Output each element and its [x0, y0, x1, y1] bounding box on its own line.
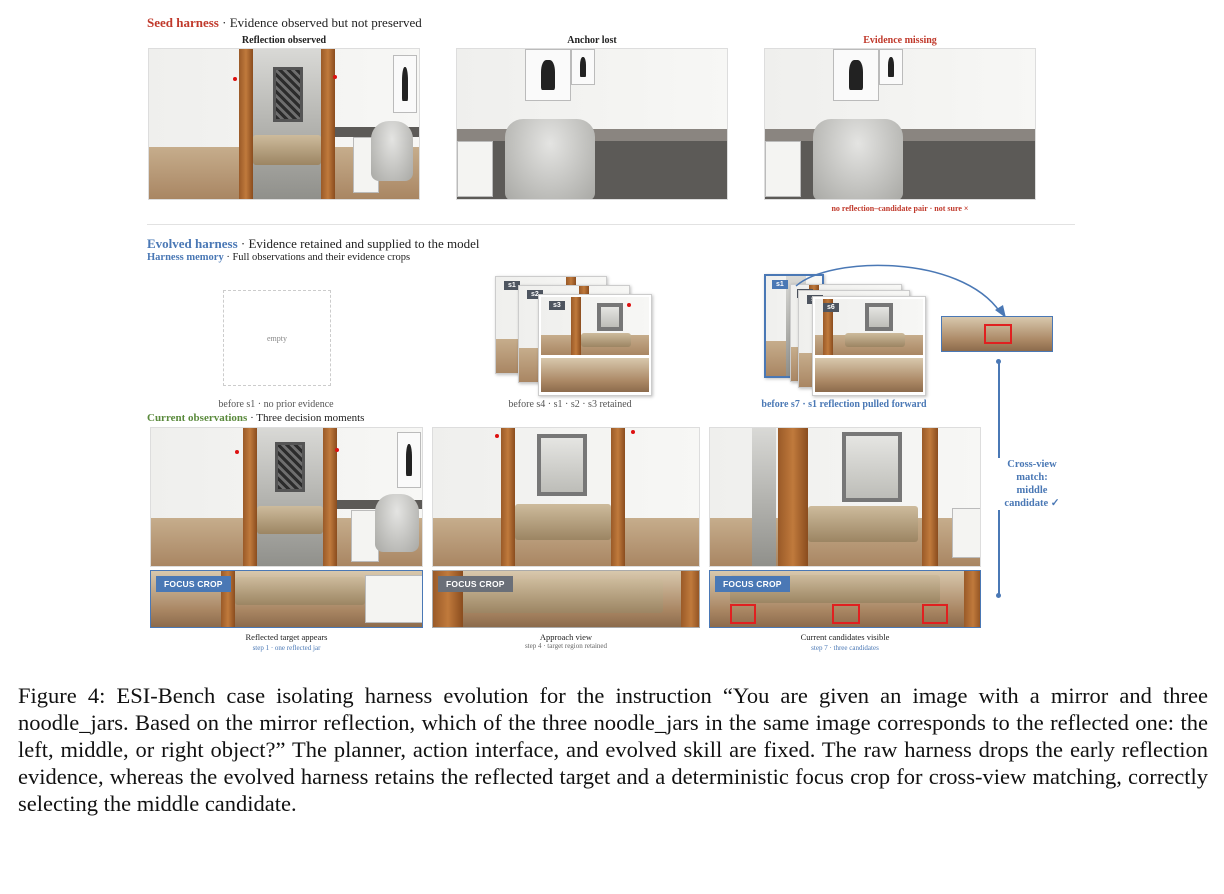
pull-forward-arrow — [795, 264, 1006, 318]
harness-memory-keyword: Harness memory — [147, 252, 224, 263]
current-step4-sub: step 4 · target region retained — [524, 642, 608, 650]
memory-tag-s6: s6 — [823, 303, 839, 312]
connector-dot-top — [996, 359, 1001, 364]
connector-dot-bottom — [996, 593, 1001, 598]
memory-card-s6: s6 — [812, 296, 926, 396]
seed-panel-1-title: Reflection observed — [241, 35, 327, 46]
focus-crop-label-3: FOCUS CROP — [715, 576, 790, 592]
evolved-harness-header: Evolved harness · Evidence retained and … — [147, 236, 480, 252]
current-step4-focus-crop: FOCUS CROP — [432, 570, 700, 628]
memory-card-s3: s3 — [538, 294, 652, 396]
candidate-left-box — [730, 604, 756, 624]
focus-crop-label-2: FOCUS CROP — [438, 576, 513, 592]
current-step7-caption: Current candidates visible — [800, 632, 890, 642]
candidate-right-box — [922, 604, 948, 624]
section-divider — [147, 224, 1075, 225]
current-observations-keyword: Current observations — [147, 412, 248, 424]
current-step4-image — [432, 427, 700, 567]
memory-tag-s2: s2 — [527, 290, 543, 299]
harness-memory-header: Harness memory · Full observations and t… — [147, 252, 410, 263]
seed-panel-2-title: Anchor lost — [567, 35, 617, 46]
current-step7-image — [709, 427, 981, 567]
seed-harness-subtitle: · Evidence observed but not preserved — [218, 15, 422, 30]
memory-tag-s1: s1 — [504, 281, 520, 290]
memory-tag-s1-selected: s1 — [772, 280, 788, 289]
current-step1-image — [150, 427, 423, 567]
candidate-middle-box — [832, 604, 860, 624]
reflected-target-box — [984, 324, 1012, 344]
cross-view-line-3: middle — [1016, 485, 1048, 496]
figure-caption: Figure 4: ESI-Bench case isolating harne… — [18, 683, 1208, 816]
current-step1-sub: step 1 · one reflected jar — [252, 644, 321, 652]
pulled-forward-crop — [941, 316, 1053, 352]
current-observations-subtitle: · Three decision moments — [247, 412, 365, 424]
memory-caption-1: before s1 · no prior evidence — [218, 399, 334, 410]
current-step4-caption: Approach view — [539, 632, 593, 642]
current-step7-sub: step 7 · three candidates — [811, 644, 879, 652]
memory-empty-label: empty — [267, 333, 287, 343]
seed-panel-3-title: Evidence missing — [863, 35, 937, 46]
seed-anchor-lost-image — [456, 48, 728, 200]
evolved-harness-keyword: Evolved harness — [147, 236, 238, 251]
seed-harness-keyword: Seed harness — [147, 15, 219, 30]
focus-crop-label-1: FOCUS CROP — [156, 576, 231, 592]
seed-verdict: no reflection–candidate pair · not sure … — [831, 204, 969, 213]
cross-view-line-1: Cross-view — [1007, 459, 1057, 470]
current-step1-focus-crop: FOCUS CROP — [150, 570, 423, 628]
seed-harness-header: Seed harness · Evidence observed but not… — [147, 15, 422, 31]
harness-memory-subtitle: · Full observations and their evidence c… — [223, 252, 411, 263]
current-step7-focus-crop: FOCUS CROP — [709, 570, 981, 628]
cross-view-label: Cross-view match: middle candidate ✓ — [994, 458, 1070, 510]
memory-empty-slot: empty — [223, 290, 331, 386]
evolved-harness-subtitle: · Evidence retained and supplied to the … — [237, 236, 480, 251]
current-step1-caption: Reflected target appears — [245, 632, 328, 642]
memory-caption-2: before s4 · s1 · s2 · s3 retained — [508, 399, 632, 410]
seed-evidence-missing-image — [764, 48, 1036, 200]
current-observations-header: Current observations · Three decision mo… — [147, 412, 364, 424]
seed-reflection-image — [148, 48, 420, 200]
memory-caption-3: before s7 · s1 reflection pulled forward — [761, 399, 927, 410]
cross-view-line-4: candidate ✓ — [1004, 498, 1060, 509]
cross-view-line-2: match: — [1016, 472, 1048, 483]
memory-tag-s3: s3 — [549, 301, 565, 310]
